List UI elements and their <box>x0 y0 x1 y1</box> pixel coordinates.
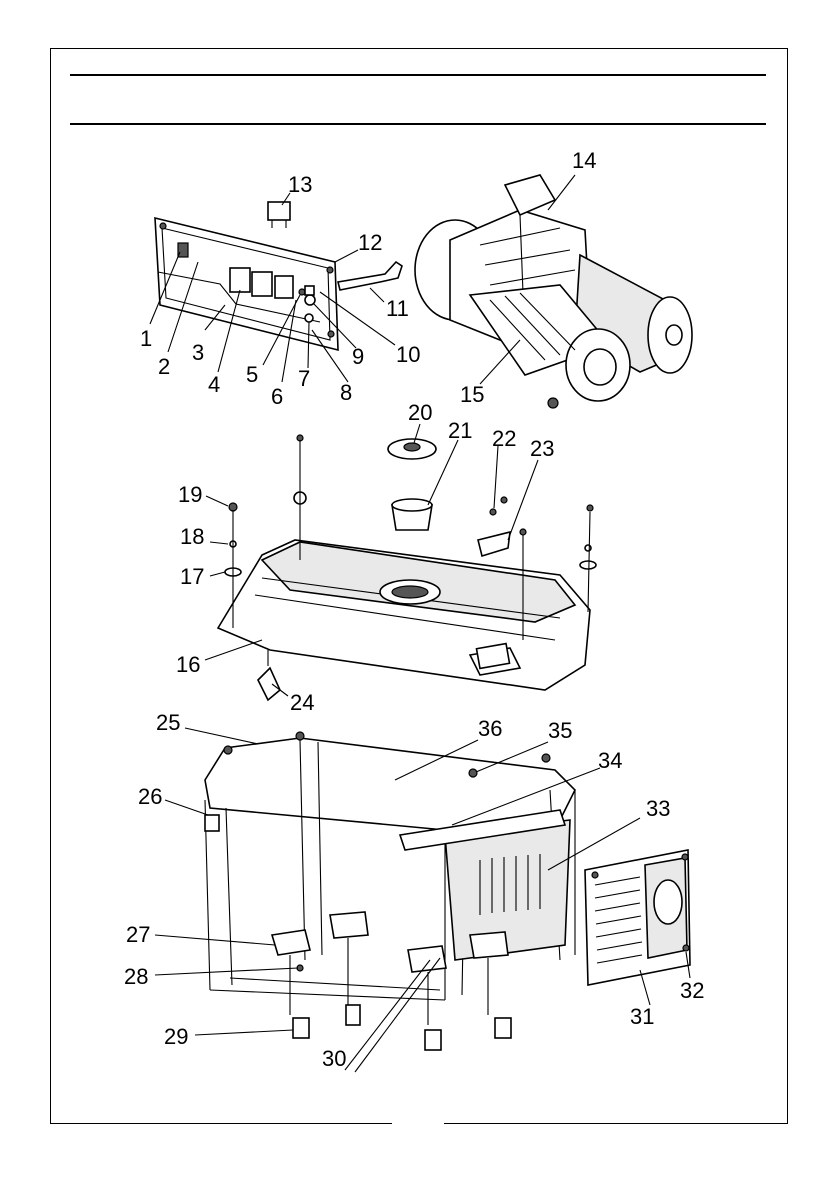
callout-2: 2 <box>158 354 170 379</box>
bracket-26 <box>205 815 219 831</box>
callout-19: 19 <box>178 482 202 507</box>
callout-10: 10 <box>396 342 420 367</box>
fuel-tank-assembly <box>218 435 596 700</box>
callout-11: 11 <box>386 296 409 321</box>
callout-35: 35 <box>548 718 572 743</box>
gauge-cover-23 <box>478 532 510 556</box>
callout-21: 21 <box>448 418 472 443</box>
callout-26: 26 <box>138 784 162 809</box>
panel-cable-11 <box>338 262 402 290</box>
panel-outlet-4c <box>275 276 293 298</box>
callout-3: 3 <box>192 340 204 365</box>
callout-6: 6 <box>271 384 283 409</box>
callout-7: 7 <box>298 366 310 391</box>
callout-16: 16 <box>176 652 200 677</box>
callout-20: 20 <box>408 400 432 425</box>
callout-4: 4 <box>208 372 220 397</box>
callout-33: 33 <box>646 796 670 821</box>
callout-23: 23 <box>530 436 554 461</box>
callout-13: 13 <box>288 172 312 197</box>
panel-outlet-4 <box>230 268 250 292</box>
panel-socket-10 <box>305 286 314 295</box>
callout-14: 14 <box>572 148 596 173</box>
screw-22 <box>490 509 496 515</box>
callout-9: 9 <box>352 344 364 369</box>
panel-knob-7 <box>305 314 313 322</box>
mount-30 <box>408 946 446 972</box>
foot-29 <box>293 1018 309 1038</box>
callout-30: 30 <box>322 1046 346 1071</box>
callout-15: 15 <box>460 382 484 407</box>
panel-plug-13 <box>268 202 290 220</box>
callout-24: 24 <box>290 690 314 715</box>
panel-switch-1 <box>178 243 188 257</box>
callout-8: 8 <box>340 380 352 405</box>
callout-18: 18 <box>180 524 204 549</box>
bolt-19 <box>229 503 237 511</box>
callout-29: 29 <box>164 1024 188 1049</box>
callout-25: 25 <box>156 710 180 735</box>
fuel-valve-24 <box>258 668 280 700</box>
callout-22: 22 <box>492 426 516 451</box>
nut-35 <box>469 769 477 777</box>
panel-knob-9 <box>305 295 315 305</box>
frame-assembly <box>205 732 690 1050</box>
callout-1: 1 <box>140 326 152 351</box>
panel-outlet-4b <box>252 272 272 296</box>
callout-5: 5 <box>246 362 258 387</box>
callout-36: 36 <box>478 716 502 741</box>
engine-alternator-assembly <box>415 175 692 408</box>
callout-34: 34 <box>598 748 622 773</box>
callout-12: 12 <box>358 230 382 255</box>
callout-17: 17 <box>180 564 204 589</box>
mount-27 <box>272 930 310 955</box>
control-panel-assembly <box>155 202 402 350</box>
screw-32 <box>683 945 689 951</box>
callout-28: 28 <box>124 964 148 989</box>
callout-31: 31 <box>630 1004 654 1029</box>
panel-pin-5 <box>299 289 305 295</box>
callout-27: 27 <box>126 922 150 947</box>
callout-32: 32 <box>680 978 704 1003</box>
